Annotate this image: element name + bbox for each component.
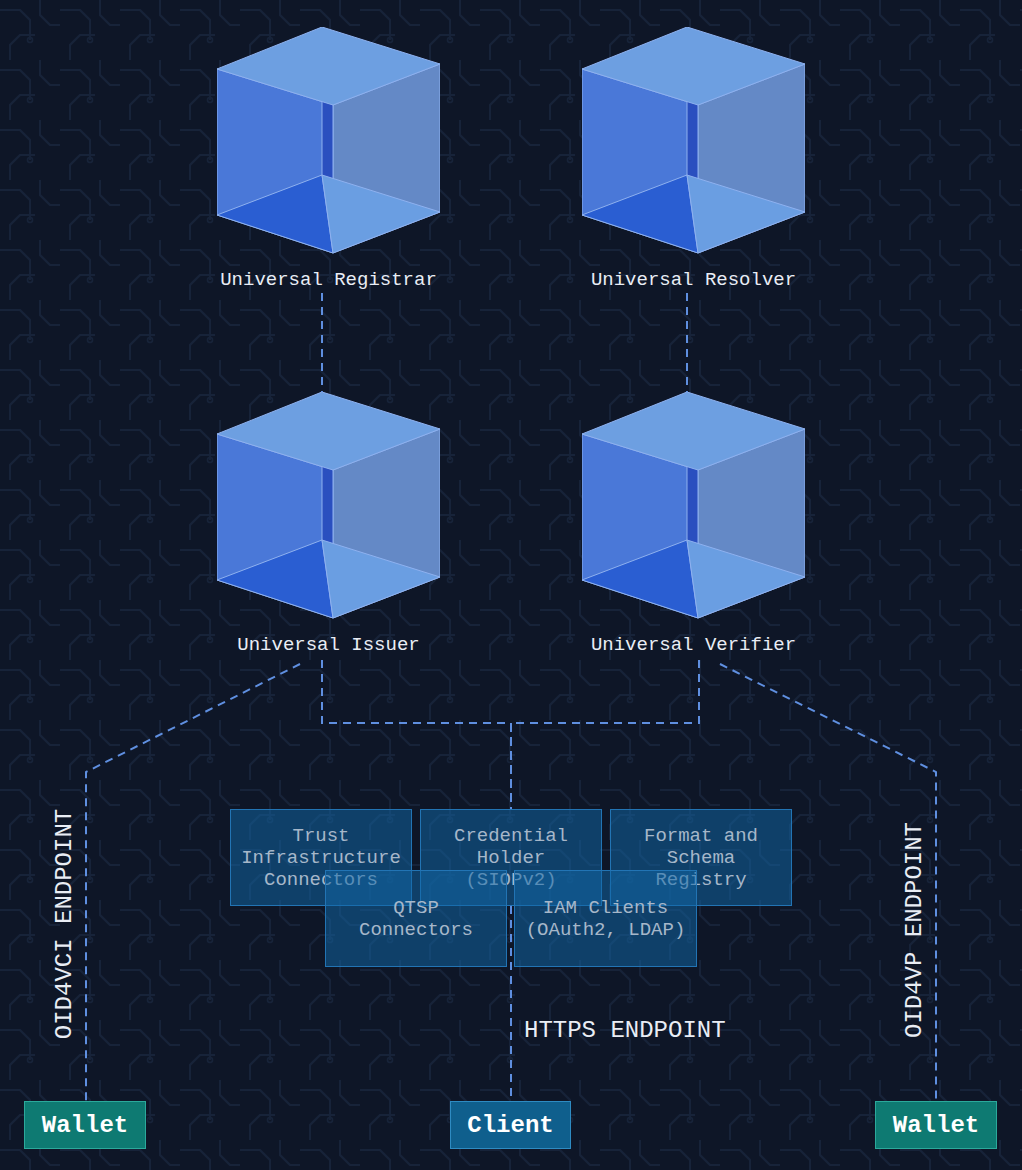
cube-top-face — [217, 27, 440, 105]
cube-floor-face — [687, 540, 805, 618]
cube-floor-face — [322, 540, 440, 618]
endpoint-box-label: Wallet — [893, 1112, 979, 1139]
endpoint-box-label: Client — [467, 1112, 553, 1139]
service-cube: Universal Issuer — [217, 392, 440, 656]
module-box: IAM Clients (OAuth2, LDAP) — [514, 870, 697, 967]
cube-top-face — [582, 392, 805, 470]
wallet-box: Wallet — [24, 1101, 146, 1149]
cube-floor-face — [322, 175, 440, 253]
cube-inner-floor — [217, 175, 333, 253]
dashed-connector — [511, 660, 699, 809]
service-label: Universal Resolver — [582, 269, 805, 291]
cube-inner-floor — [217, 540, 333, 618]
service-label: Universal Verifier — [582, 634, 805, 656]
cube-shape — [217, 27, 440, 254]
wallet-box: Wallet — [875, 1101, 997, 1149]
dashed-connector — [510, 906, 512, 1101]
cube-shape — [582, 27, 805, 254]
endpoint-label: OID4VP ENDPOINT — [901, 822, 929, 1038]
cube-inner-floor — [582, 540, 698, 618]
module-box: QTSP Connectors — [325, 870, 507, 967]
service-cube: Universal Registrar — [217, 27, 440, 291]
service-cube: Universal Verifier — [582, 392, 805, 656]
dashed-connector — [322, 660, 511, 809]
cube-floor-face — [687, 175, 805, 253]
cube-shape — [217, 392, 440, 619]
endpoint-box-label: Wallet — [42, 1112, 128, 1139]
module-label: IAM Clients (OAuth2, LDAP) — [523, 897, 688, 941]
cube-top-face — [217, 392, 440, 470]
service-label: Universal Issuer — [217, 634, 440, 656]
dashed-connector — [686, 293, 688, 392]
module-label: QTSP Connectors — [334, 897, 498, 941]
cube-shape — [582, 392, 805, 619]
service-label: Universal Registrar — [217, 269, 440, 291]
endpoint-label: OID4VCI ENDPOINT — [51, 809, 79, 1039]
cube-top-face — [582, 27, 805, 105]
cube-inner-floor — [582, 175, 698, 253]
client-box: Client — [450, 1101, 571, 1149]
dashed-connector — [321, 293, 323, 392]
endpoint-label: HTTPS ENDPOINT — [524, 1017, 726, 1045]
service-cube: Universal Resolver — [582, 27, 805, 291]
